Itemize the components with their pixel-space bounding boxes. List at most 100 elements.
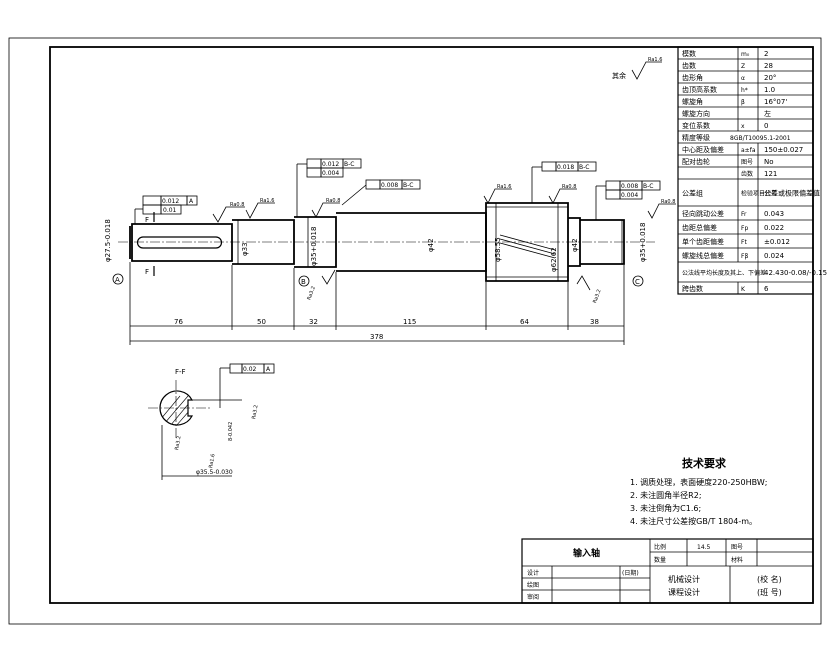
section-dim-2: φ35.5-0.030 (196, 469, 233, 476)
section-title: F-F (175, 368, 186, 376)
svg-text:其余: 其余 (612, 71, 626, 80)
length-total: 378 (370, 333, 383, 341)
requirement-1: 1. 调质处理，表面硬度220-250HBW; (630, 477, 767, 487)
roughness-2: Ra0.8 Ra3.2 (306, 198, 340, 301)
svg-text:B-C: B-C (344, 161, 354, 168)
param-value-9: No (764, 158, 774, 166)
length-l1: 76 (174, 318, 183, 326)
svg-text:数量: 数量 (654, 556, 666, 564)
svg-text:Ra0.8: Ra0.8 (562, 184, 576, 190)
requirement-2: 2. 未注圆角半径R2; (630, 490, 702, 500)
param-symbol-10: 齿数 (741, 170, 753, 178)
param-symbol-3: h* (741, 87, 748, 94)
shaft-segment-6 (580, 219, 625, 265)
svg-text:0.008: 0.008 (381, 182, 398, 189)
datum-b-label: B (301, 278, 306, 286)
param-name-16: 公法线平均长度及其上、下偏差 (682, 269, 766, 277)
part-name: 输入轴 (573, 547, 600, 559)
svg-text:机械设计: 机械设计 (668, 574, 700, 584)
svg-text:比例: 比例 (654, 543, 666, 551)
param-name-4: 螺旋角 (682, 97, 703, 106)
svg-text:B-C: B-C (643, 183, 653, 190)
param-name-6: 变位系数 (682, 121, 710, 130)
svg-text:(日期): (日期) (622, 569, 639, 577)
param-symbol-4: β (741, 99, 745, 106)
param-name-7: 精度等级 (682, 133, 710, 142)
svg-text:Ra3.2: Ra3.2 (251, 404, 259, 419)
datum-c-label: C (635, 278, 640, 286)
param-value-13: 0.022 (764, 224, 784, 232)
svg-text:B-C: B-C (403, 182, 413, 189)
param-symbol-6: x (741, 123, 745, 130)
svg-text:14.5: 14.5 (697, 544, 711, 551)
svg-text:A: A (266, 366, 271, 373)
svg-text:(班 号): (班 号) (757, 587, 782, 597)
svg-text:0.004: 0.004 (621, 192, 638, 199)
param-value-11: 公差或极限偏差值 (764, 189, 820, 198)
dia-label-2: φ33 (241, 242, 249, 256)
param-value-10: 121 (764, 170, 777, 178)
requirement-4: 4. 未注尺寸公差按GB/T 1804-m。 (630, 516, 757, 526)
svg-text:设计: 设计 (527, 569, 539, 577)
param-value-8: 150±0.027 (764, 146, 803, 154)
param-symbol-2: α (741, 75, 745, 82)
param-name-14: 单个齿距偏差 (682, 237, 724, 246)
param-value-12: 0.043 (764, 210, 784, 218)
param-symbol-15: Fβ (741, 253, 748, 260)
outer-frame (8, 37, 822, 625)
param-symbol-11: 检验项目代号 (741, 190, 777, 198)
svg-text:B-C: B-C (579, 164, 589, 171)
param-value-5: 左 (764, 109, 771, 118)
param-name-5: 螺旋方向 (682, 109, 710, 118)
dia-label-3: φ35+0.018 (310, 227, 318, 266)
dia-label-5: φ58.55 (494, 237, 502, 262)
dia-label-8: φ35+0.018 (639, 223, 647, 262)
svg-text:0.012: 0.012 (162, 198, 179, 205)
technical-requirements: 技术要求 1. 调质处理，表面硬度220-250HBW; 2. 未注圆角半径R2… (630, 456, 767, 526)
length-dimensions: 76 50 32 115 64 38 378 (129, 262, 625, 345)
param-value-0: 2 (764, 50, 768, 58)
length-l4: 115 (403, 318, 416, 326)
dia-label-4: φ42 (427, 238, 435, 252)
roughness-3: Ra1.6 Ra0.8 Ra3.2 Ra0.8 (483, 184, 676, 304)
param-name-2: 齿形角 (682, 73, 703, 82)
svg-text:Ra1.6: Ra1.6 (497, 184, 511, 190)
section-outline (159, 390, 194, 426)
param-symbol-8: a±fa (741, 147, 756, 154)
dia-label-6: φ62.62 (550, 247, 558, 272)
svg-text:A: A (189, 198, 194, 205)
param-value-6: 0 (764, 122, 768, 130)
svg-text:课程设计: 课程设计 (668, 587, 700, 597)
svg-text:0.004: 0.004 (322, 170, 339, 177)
roughness-rest: 其余 Ra1.6 (612, 57, 662, 80)
svg-text:Ra1.6: Ra1.6 (208, 453, 216, 468)
param-name-15: 螺旋线总偏差 (682, 251, 724, 260)
tolerance-frame-3: 0.008 B-C (341, 179, 421, 206)
svg-text:Ra0.8: Ra0.8 (230, 202, 244, 208)
svg-text:审阅: 审阅 (527, 593, 539, 601)
svg-text:Ra3.2: Ra3.2 (306, 285, 317, 301)
section-mark-f-top: F (145, 216, 149, 224)
svg-text:Ra1.6: Ra1.6 (648, 57, 662, 63)
shaft-main-view: φ27.5-0.018 φ33 φ35+0.018 φ42 φ58.55 φ62… (104, 57, 676, 345)
requirements-title: 技术要求 (682, 456, 727, 470)
param-symbol-13: Fp (741, 225, 748, 232)
datum-c-circle (632, 275, 644, 287)
param-symbol-17: K (741, 286, 746, 293)
param-name-11: 公差组 (682, 189, 703, 198)
param-name-9: 配对齿轮 (682, 157, 710, 166)
length-l2: 50 (257, 318, 266, 326)
svg-text:Ra0.8: Ra0.8 (326, 198, 340, 204)
svg-text:(校 名): (校 名) (757, 574, 782, 584)
param-value-17: 6 (764, 285, 769, 293)
param-value-1: 28 (764, 62, 773, 70)
roughness-1: Ra0.8 Ra1.6 (212, 198, 275, 223)
param-value-3: 1.0 (764, 86, 775, 94)
param-name-1: 齿数 (682, 61, 696, 70)
